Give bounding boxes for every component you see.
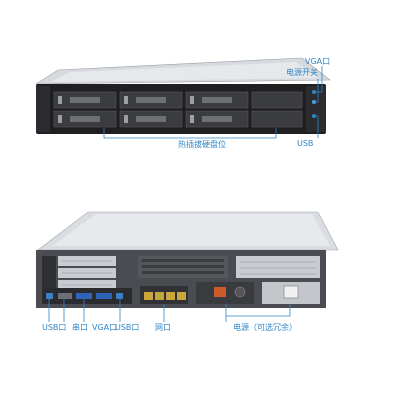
psu-blank-plate	[283, 285, 299, 299]
drive-grille	[70, 116, 100, 122]
network-port	[177, 292, 186, 300]
drive-grille	[70, 97, 100, 103]
rear-view	[36, 211, 339, 308]
vga-port-rear	[76, 293, 92, 299]
front-right-ear	[306, 86, 326, 132]
vent-slot	[142, 259, 224, 262]
drive-latch	[58, 115, 62, 123]
drive-bay	[251, 91, 303, 109]
drive-latch	[124, 115, 128, 123]
drive-latch	[190, 115, 194, 123]
rear-power-label: 电源（可选冗余）	[233, 323, 297, 332]
vent-slot	[142, 271, 224, 274]
network-port	[155, 292, 164, 300]
serial-port	[58, 293, 72, 299]
front-vga-label: VGA口	[305, 57, 331, 66]
network-port	[166, 292, 175, 300]
front-power-switch-label: 电源开关	[286, 68, 318, 77]
drive-bay	[251, 110, 303, 128]
front-drive-bays	[53, 91, 303, 128]
front-view	[34, 57, 331, 134]
vga-port-rear-2	[96, 293, 112, 299]
psu-fan	[234, 286, 246, 298]
usb-port-right	[116, 293, 123, 299]
hot-swap-bays-label: 热插拔硬盘位	[178, 140, 226, 149]
front-callouts	[103, 66, 323, 139]
drive-grille	[202, 97, 232, 103]
drive-grille	[136, 116, 166, 122]
drive-grille	[202, 116, 232, 122]
rear-callouts	[48, 299, 291, 322]
drive-latch	[190, 96, 194, 104]
drive-latch	[124, 96, 128, 104]
drive-grille	[136, 97, 166, 103]
rear-usb-right-label: USB口	[115, 323, 140, 332]
rear-network-label: 网口	[155, 323, 171, 332]
rear-vga-label: VGA口	[92, 323, 118, 332]
front-usb-label: USB	[297, 139, 314, 148]
pcie-slots	[58, 256, 116, 290]
network-port	[144, 292, 153, 300]
usb-port-left	[46, 293, 53, 299]
psu-handle	[214, 287, 226, 297]
drive-latch	[58, 96, 62, 104]
front-chassis-lid-highlight	[50, 62, 318, 82]
rear-serial-label: 串口	[72, 323, 88, 332]
rear-usb-left-label: USB口	[42, 323, 67, 332]
vent-slot	[142, 265, 224, 268]
front-left-ear	[36, 86, 50, 132]
rear-right-slot-covers	[236, 256, 320, 278]
rear-chassis-lid-highlight	[52, 214, 330, 246]
